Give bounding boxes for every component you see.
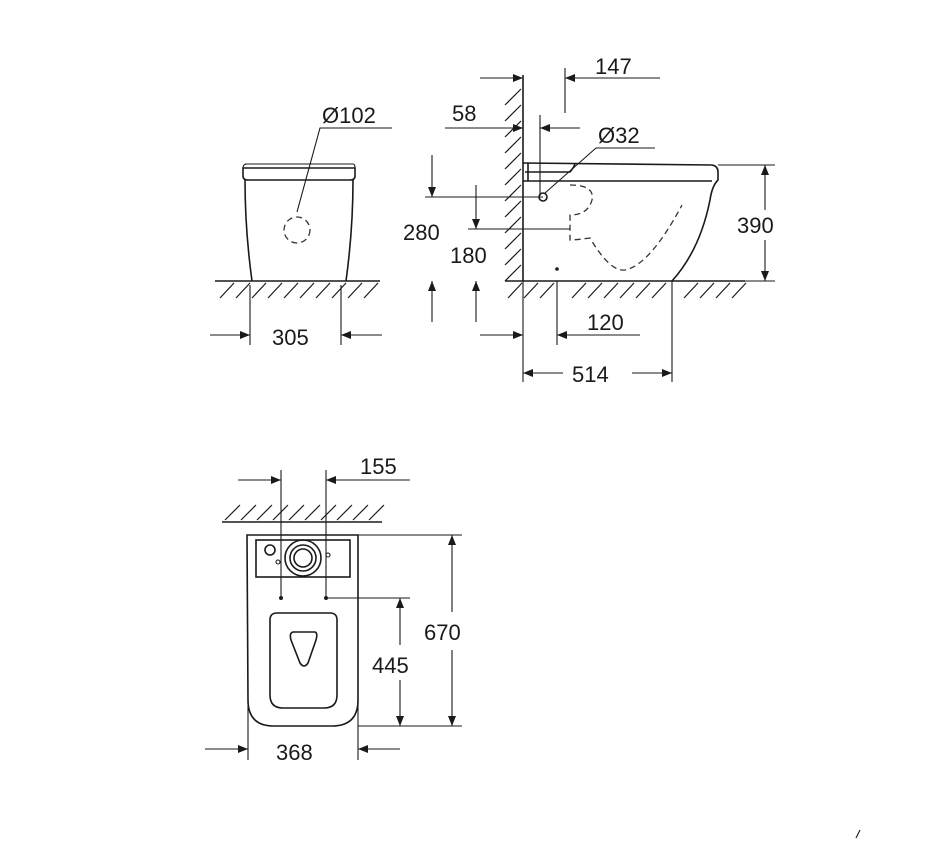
d120-label: 120 <box>587 310 624 335</box>
d155-label: 155 <box>360 454 397 479</box>
seat-outline <box>269 612 338 709</box>
d180-label: 180 <box>450 243 487 268</box>
d58-label: 58 <box>452 101 476 126</box>
wall-hatch <box>504 88 522 282</box>
d102-leader <box>296 127 392 213</box>
side-view: 147 58 Ø32 280 180 390 120 514 <box>403 54 775 387</box>
inlet-circle <box>283 216 311 244</box>
top-view: 155 670 445 368 <box>205 454 462 765</box>
d445-label: 445 <box>372 653 409 678</box>
flush-small-circle <box>264 544 276 556</box>
d670-label: 670 <box>424 620 461 645</box>
cistern-body <box>244 179 354 282</box>
top-wall-hatch <box>224 504 385 521</box>
d32-label: Ø32 <box>598 123 640 148</box>
d390-label: 390 <box>737 213 774 238</box>
d147-label: 147 <box>595 54 632 79</box>
d102-label: Ø102 <box>322 103 376 128</box>
d368-label: 368 <box>276 740 313 765</box>
bowl-rim <box>525 162 576 181</box>
bowl-top-outline <box>246 534 359 727</box>
front-view: Ø102 305 <box>210 103 392 350</box>
hidden-trap <box>569 184 683 271</box>
front-floor-hatch <box>219 282 379 299</box>
cistern-lid <box>242 167 356 181</box>
flush-ring-middle <box>289 544 317 572</box>
d305-label: 305 <box>272 325 309 350</box>
d280-label: 280 <box>403 220 440 245</box>
d32-leader <box>544 147 655 194</box>
bowl-outline <box>522 162 719 282</box>
side-floor-hatch <box>507 282 747 299</box>
flush-ring-outer <box>284 539 322 577</box>
bowl-opening <box>289 631 318 667</box>
d514-label: 514 <box>572 362 609 387</box>
corner-mark <box>855 829 861 839</box>
flush-ring-inner <box>293 548 313 568</box>
